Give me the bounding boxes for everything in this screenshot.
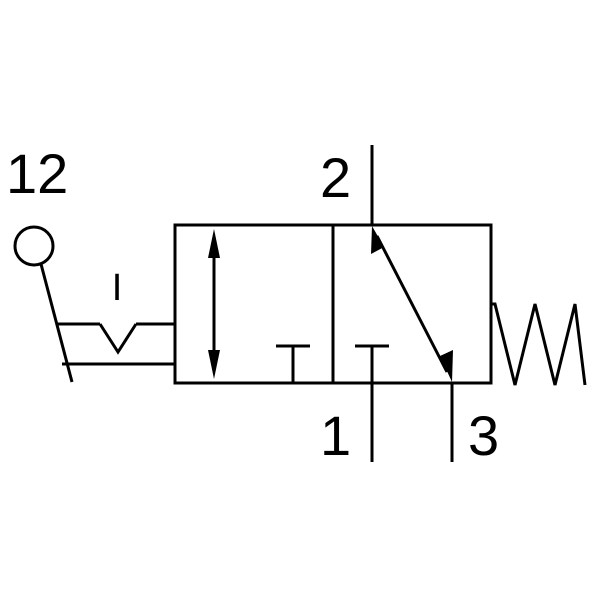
arrow-up-icon xyxy=(208,229,220,258)
right-envelope-flow xyxy=(355,226,453,383)
port-label-2: 2 xyxy=(320,146,351,209)
spring-return-icon xyxy=(491,302,587,386)
left-envelope-flow xyxy=(208,229,310,383)
envelope-left xyxy=(173,223,335,385)
detent-mechanism: I xyxy=(57,267,175,366)
port-label-3: 3 xyxy=(468,404,499,467)
arrow-down-icon xyxy=(208,350,220,379)
arrow-diagonal-end-icon xyxy=(440,350,453,382)
port-label-1: 1 xyxy=(320,404,351,467)
detent-mark: I xyxy=(112,267,123,309)
lever-knob-icon xyxy=(13,225,55,267)
lever-actuator xyxy=(13,225,74,383)
lever-arm xyxy=(39,263,74,383)
detent-notch-icon xyxy=(98,323,138,355)
port-label-12: 12 xyxy=(6,142,68,205)
arrow-diagonal-start-icon xyxy=(371,226,384,254)
flow-line-diagonal xyxy=(375,235,449,373)
